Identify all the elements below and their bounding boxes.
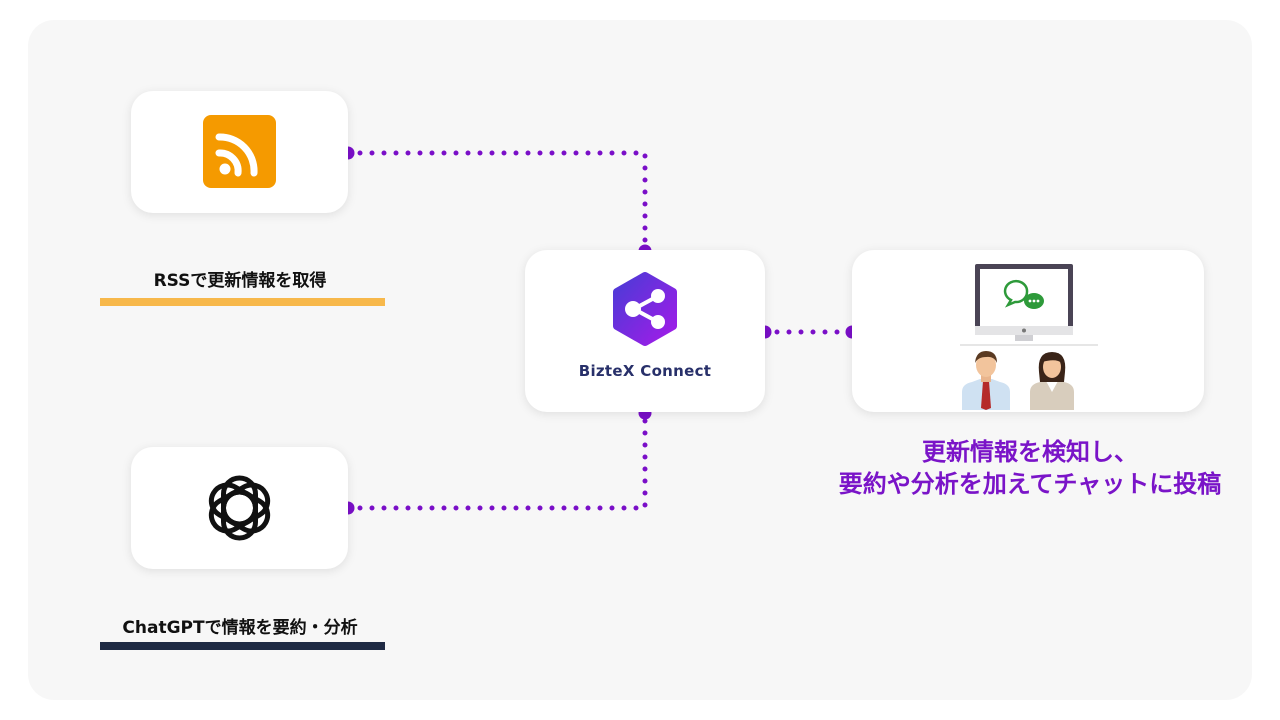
businesswoman-icon: [1030, 352, 1074, 410]
chat-destination-node: [852, 250, 1204, 412]
bizte-connect-logo-icon: [613, 272, 677, 346]
chatgpt-caption-underline: [100, 642, 385, 650]
bizte-connect-hub: BizteX Connect: [525, 250, 765, 412]
result-line-2: 要約や分析を加えてチャットに投稿: [838, 470, 1222, 498]
hub-brand-name: BizteX Connect: [578, 362, 712, 380]
businessman-icon: [962, 351, 1010, 410]
openai-logo-icon: [208, 475, 271, 541]
rss-node: [131, 91, 348, 213]
rss-caption: RSSで更新情報を取得: [153, 271, 327, 291]
connector-gpt-to-hub: [345, 410, 648, 511]
result-description: 更新情報を検知し、 要約や分析を加えてチャットに投稿: [780, 436, 1280, 500]
connector-rss-to-hub: [345, 150, 648, 254]
chatgpt-caption: ChatGPTで情報を要約・分析: [122, 618, 358, 638]
result-line-1: 更新情報を検知し、: [922, 438, 1138, 466]
chatgpt-node: [131, 447, 348, 569]
chat-monitor-icon: [960, 264, 1098, 346]
rss-caption-underline: [100, 298, 385, 306]
rss-icon: [203, 115, 276, 188]
